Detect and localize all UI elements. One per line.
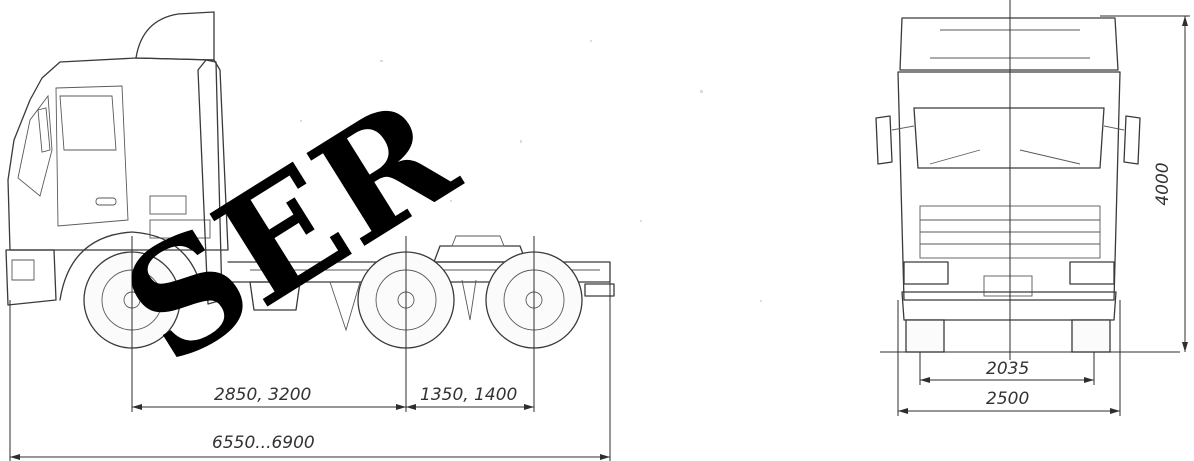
front-right-tire xyxy=(1071,319,1111,353)
wheelbase-label: 2850, 3200 xyxy=(214,385,311,405)
front-fender xyxy=(59,231,205,301)
rear-light-bar xyxy=(584,283,615,297)
front-left-tire xyxy=(905,319,945,353)
fuel-tank xyxy=(249,281,301,311)
tandem-label: 1350, 1400 xyxy=(420,385,517,405)
front-roof-spoiler xyxy=(899,17,1119,71)
dim-width: 2500 xyxy=(897,300,1121,416)
dim-track: 2035 xyxy=(919,352,1095,385)
dim-overall-length: 6550...6900 xyxy=(10,433,610,460)
dim-tandem: 1350, 1400 xyxy=(406,385,534,410)
suspension xyxy=(329,279,477,332)
door-handle xyxy=(95,197,117,206)
cab-outline xyxy=(7,57,229,251)
height-label: 4000 xyxy=(1153,162,1173,205)
overall-length-label: 6550...6900 xyxy=(212,433,315,453)
license-plate xyxy=(983,275,1033,297)
roof-spoiler xyxy=(135,11,215,61)
left-mirror xyxy=(875,115,893,165)
front-view: 4000 2035 2500 xyxy=(875,0,1190,416)
windshield xyxy=(17,94,53,197)
dim-height: 4000 xyxy=(1100,15,1190,352)
right-mirror xyxy=(1123,115,1141,165)
width-label: 2500 xyxy=(986,389,1029,409)
front-bumper xyxy=(5,249,57,306)
side-mirror xyxy=(37,107,51,153)
front-windshield xyxy=(913,107,1105,169)
exhaust-stack xyxy=(197,59,223,305)
front-cab xyxy=(897,71,1121,301)
paper-texture xyxy=(300,40,762,302)
right-headlight xyxy=(1069,261,1115,285)
cab-door xyxy=(55,85,129,227)
side-vent xyxy=(149,195,187,215)
watermark-text: SER xyxy=(95,64,484,398)
side-panel xyxy=(149,219,211,239)
watermark: SER xyxy=(95,64,484,398)
door-window xyxy=(59,95,117,151)
side-view: 2850, 3200 1350, 1400 6550...6900 xyxy=(5,11,615,461)
track-label: 2035 xyxy=(986,359,1029,379)
left-headlight xyxy=(903,261,949,285)
dim-wheelbase: 2850, 3200 xyxy=(132,385,406,410)
front-view-bumper xyxy=(901,291,1117,321)
